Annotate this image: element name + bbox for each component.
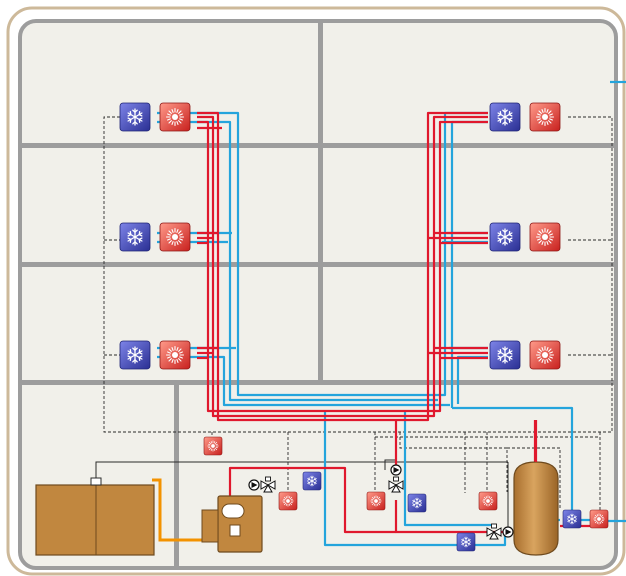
fuel-feed-line [152,478,218,542]
hot-sensor-lobby[interactable] [204,437,222,455]
pump-boiler[interactable] [248,479,260,491]
cold-sensor-boiler[interactable] [303,472,321,490]
fuel-tank[interactable] [35,477,155,556]
hot-sensor-tank[interactable] [479,492,497,510]
cold-sensor-mid[interactable] [408,494,426,512]
boiler[interactable] [201,495,263,553]
pump-tank[interactable] [502,526,514,538]
pump-mid[interactable] [390,464,402,476]
supply-pipes [197,111,598,534]
storage-tank[interactable] [513,420,559,556]
building-walls [20,21,616,568]
cold-sensor-outlet[interactable] [563,510,581,528]
hot-sensor-outlet[interactable] [590,510,608,528]
hot-sensor-mid[interactable] [367,492,385,510]
cold-sensor-return[interactable] [457,533,475,551]
hot-sensor-boiler[interactable] [279,492,297,510]
